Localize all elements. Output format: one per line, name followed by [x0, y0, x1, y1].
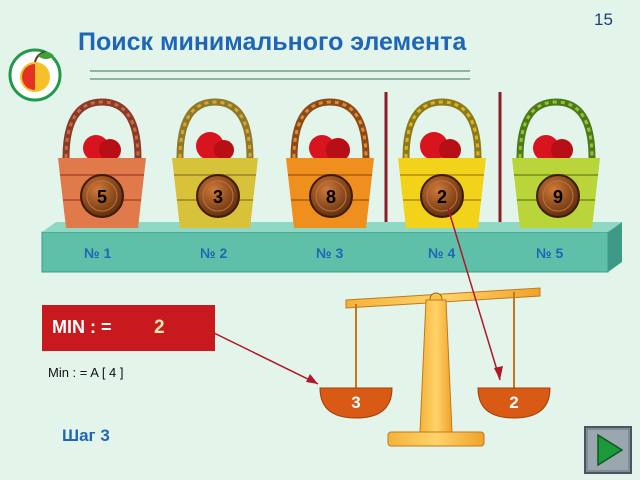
basket-4-label: № 4 — [428, 245, 455, 261]
scale-right-value: 2 — [509, 393, 518, 412]
basket-4: 2 — [398, 98, 486, 228]
basket-1-value: 5 — [97, 187, 107, 207]
apple-logo-icon — [8, 48, 62, 102]
basket-2: 3 — [172, 98, 258, 228]
min-label: MIN : = — [52, 317, 112, 337]
balance-scale: 3 2 — [319, 287, 551, 447]
basket-3-label: № 3 — [316, 245, 343, 261]
min-box: MIN : = 2 — [42, 305, 215, 351]
apple-icon — [439, 139, 461, 161]
basket-3: 8 — [286, 98, 374, 228]
arrow-line — [211, 331, 319, 385]
basket-3-value: 8 — [326, 187, 336, 207]
step-label: Шаг 3 — [62, 426, 110, 445]
arrow-head — [306, 374, 318, 384]
scale-base — [387, 431, 485, 447]
basket-2-label: № 2 — [200, 245, 227, 261]
play-right-icon[interactable] — [584, 426, 632, 474]
arrow-line — [447, 207, 501, 381]
basket-1-label: № 1 — [84, 245, 111, 261]
title-underline — [90, 70, 470, 80]
min-value: 2 — [154, 317, 165, 338]
basket-5: 9 — [512, 98, 600, 228]
apple-icon — [214, 140, 234, 160]
scale-stand — [419, 299, 453, 433]
basket-5-value: 9 — [553, 187, 563, 207]
apple-icon — [326, 138, 350, 162]
basket-4-value: 2 — [437, 187, 447, 207]
slide-number: 15 — [594, 10, 613, 29]
basket-1: 5 — [58, 98, 146, 228]
apple-icon — [551, 139, 573, 161]
scale-pan-right — [477, 387, 551, 419]
basket-2-value: 3 — [213, 187, 223, 207]
scale-beam — [345, 287, 541, 309]
arrow-head — [494, 366, 503, 380]
scale-pan-left — [319, 387, 393, 419]
page-title: Поиск минимального элемента — [78, 28, 467, 56]
apple-icon — [99, 139, 121, 161]
basket-5-label: № 5 — [536, 245, 563, 261]
assignment-line: Min : = A [ 4 ] — [48, 365, 124, 380]
scale-left-value: 3 — [351, 393, 360, 412]
